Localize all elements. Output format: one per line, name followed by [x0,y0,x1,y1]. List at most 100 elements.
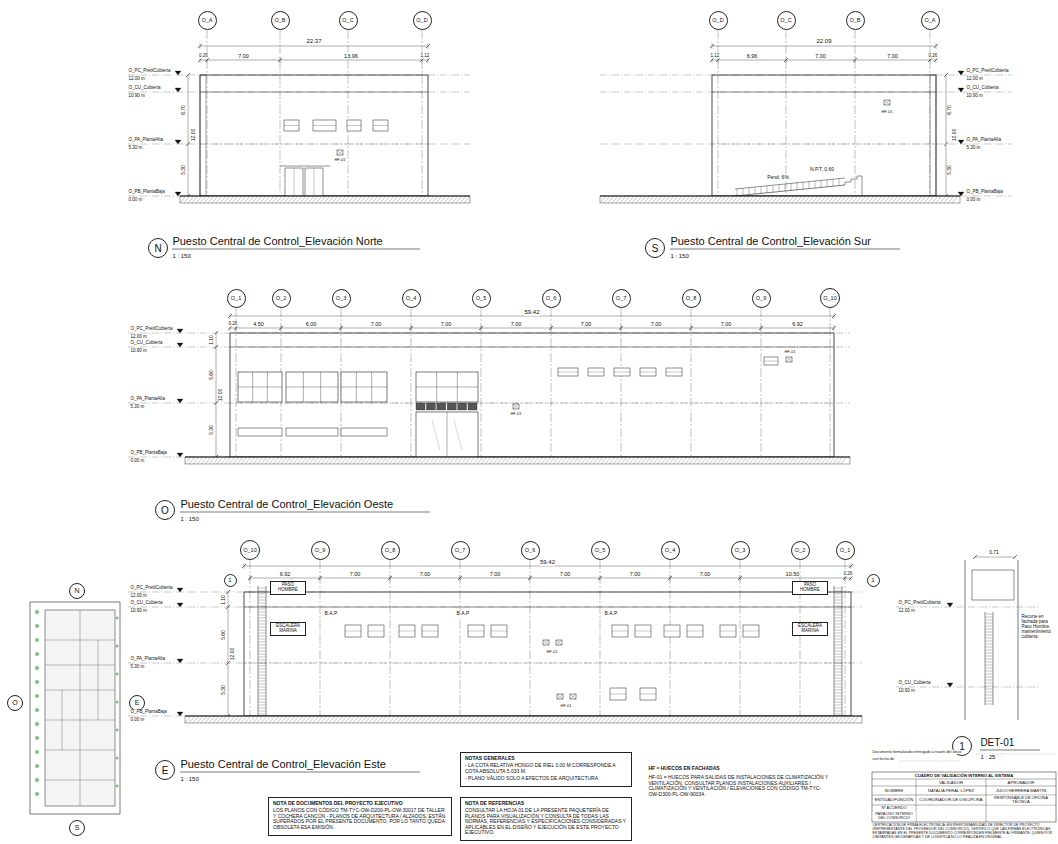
hatch-line [940,197,945,203]
hatch-line [661,458,666,464]
glass-panel [458,403,467,410]
node-text: O_3 [336,295,346,301]
hatch-line [820,197,825,203]
hatch-line [669,458,674,464]
ladder-rung [258,654,266,655]
ladder-rung [985,620,993,621]
dimension-extension [740,575,741,581]
tree-symbol [115,616,118,619]
hatch-line [888,197,893,203]
hatch-line [312,197,317,203]
ladder-rung [258,639,266,640]
hatch-line [521,717,526,723]
hatch-line [396,197,401,203]
dimension-extension [834,325,835,331]
window-transom [610,694,626,695]
tag-text: B.A.P [324,611,338,617]
hatch-line [661,717,666,723]
dimension-text: 7.00 [440,321,452,327]
hatch-line [673,717,678,723]
hatch-line [213,717,218,723]
hatch-line [384,197,389,203]
hatch-line [705,458,710,464]
hatch-line [281,717,286,723]
dimension-tick [668,576,672,580]
hatch-line [745,458,750,464]
window [610,688,626,700]
hatch-line [644,197,649,203]
tag-box: ESCALERA MARINA [792,622,828,636]
hatch-line [425,717,430,723]
level-value: 12.00 m [128,77,145,82]
hatch-line [672,197,677,203]
hatch-line [636,197,641,203]
dimension-extension [250,575,251,581]
hatch-line [696,197,701,203]
hatch-line [261,717,266,723]
hatch-line [372,197,377,203]
tree-symbol [35,694,39,698]
dimension-tick [1013,555,1017,559]
hatch-line [717,717,722,723]
railing-post [761,186,762,193]
hatch-line [392,197,397,203]
grid-line [250,560,251,722]
ladder-rung [258,621,266,622]
hatch-line [785,717,790,723]
hatch-line [317,458,322,464]
tree-symbol [35,652,39,656]
hatch-line [601,458,606,464]
node-text: PASO HOMBRE [273,583,303,593]
opening-symbol [557,694,563,699]
node-text: E [162,765,169,776]
scale-text: 1 : 150 [172,253,191,260]
hatch-line [693,717,698,723]
hatch-line [381,717,386,723]
level-value: 12.00 m [898,609,915,614]
hatch-line [677,717,682,723]
title-underline [980,750,1040,751]
ladder-rung [834,606,842,607]
level-marker [177,453,183,457]
tree-symbol [35,708,39,712]
hatch-line [609,717,614,723]
hatch-line [920,197,925,203]
hatch-line [361,717,366,723]
hatch-line [513,717,518,723]
tree-symbol [35,722,39,726]
ladder-rung [834,594,842,595]
glass-panel [426,403,435,410]
dimension-text: 6.00 [305,321,317,327]
dimension-text: 7.00 [349,571,361,577]
ladder-rung [258,651,266,652]
opening-cross [543,640,549,645]
hatch-line [413,717,418,723]
hatch-line [389,717,394,723]
hatch-line [429,717,434,723]
grid-bubble: O_9 [311,541,330,560]
window [743,625,759,637]
hatch-line [936,197,941,203]
note-text: CERTIFICACIÓN DE FIRMA ELECTRÓNICA: EN R… [872,824,1057,840]
roof-line [230,347,834,348]
hatch-line [489,458,494,464]
hatch-line [305,717,310,723]
level-name: O_PA_PlantaAlta [130,657,165,662]
grid-bubble: O_B [846,11,865,30]
hatch-line [321,717,326,723]
hatch-line [525,717,530,723]
opening-symbol [786,357,792,362]
window-transom [373,125,388,126]
grid-bubble: O_10 [820,288,840,308]
hatch-line [220,197,225,203]
dimension-extension [460,575,461,581]
hatch-line [553,717,558,723]
window [468,625,484,637]
opening-tag: HF-01 [510,412,522,416]
hatch-line [409,458,414,464]
ladder-rung [985,698,993,699]
dimension-extension [530,575,531,581]
hatch-line [569,717,574,723]
window [313,120,336,131]
